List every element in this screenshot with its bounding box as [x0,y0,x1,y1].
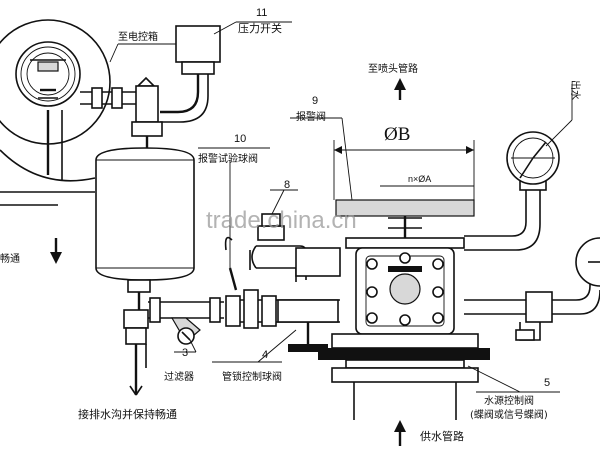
watermark: trade.china.cn [206,207,357,234]
retard-chamber [95,147,195,310]
filter [148,297,224,345]
test-ball-valve [224,236,340,352]
label-to-sprinkler: 至喷头管路 [368,62,418,75]
label-dim-b: ØB [384,124,410,145]
num-11: 11 [256,7,267,19]
label-dim-a: n×ØA [408,174,431,184]
label-to-panel: 至电控箱 [118,30,158,43]
label-lock-ball-valve: 管锁控制球阀 [222,370,282,383]
alarm-valve-body [335,199,475,335]
label-pressure-switch: 压力开关 [238,21,282,35]
num-9: 9 [312,95,318,107]
dimension-b [333,140,475,200]
right-piping [464,131,600,341]
hydraulic-alarm-bell [0,19,138,206]
label-source-valve-sub: (蝶阀或信号蝶阀) [470,408,548,421]
label-filter: 过滤器 [164,370,194,383]
leader-lines [109,21,573,393]
num-4: 4 [262,349,268,361]
source-control-valve [318,333,490,420]
num-3: 3 [182,347,188,359]
flow-arrows [50,78,406,446]
drain-pipe [123,309,149,396]
label-drain-left: 畅通 [0,252,20,265]
num-10: 10 [234,133,246,145]
bypass-branch [249,213,341,282]
pressure-switch [160,25,221,123]
top-tee [131,76,163,148]
label-gauge-top: 出水 [569,80,582,100]
label-drain: 接排水沟并保持畅通 [78,407,177,421]
num-8: 8 [284,179,290,191]
label-supply: 供水管路 [420,429,464,443]
num-5: 5 [544,377,550,389]
label-alarm-valve: 报警阀 [296,110,326,123]
label-source-valve: 水源控制阀 [484,394,534,407]
label-test-ball-valve: 报警试验球阀 [198,152,258,165]
